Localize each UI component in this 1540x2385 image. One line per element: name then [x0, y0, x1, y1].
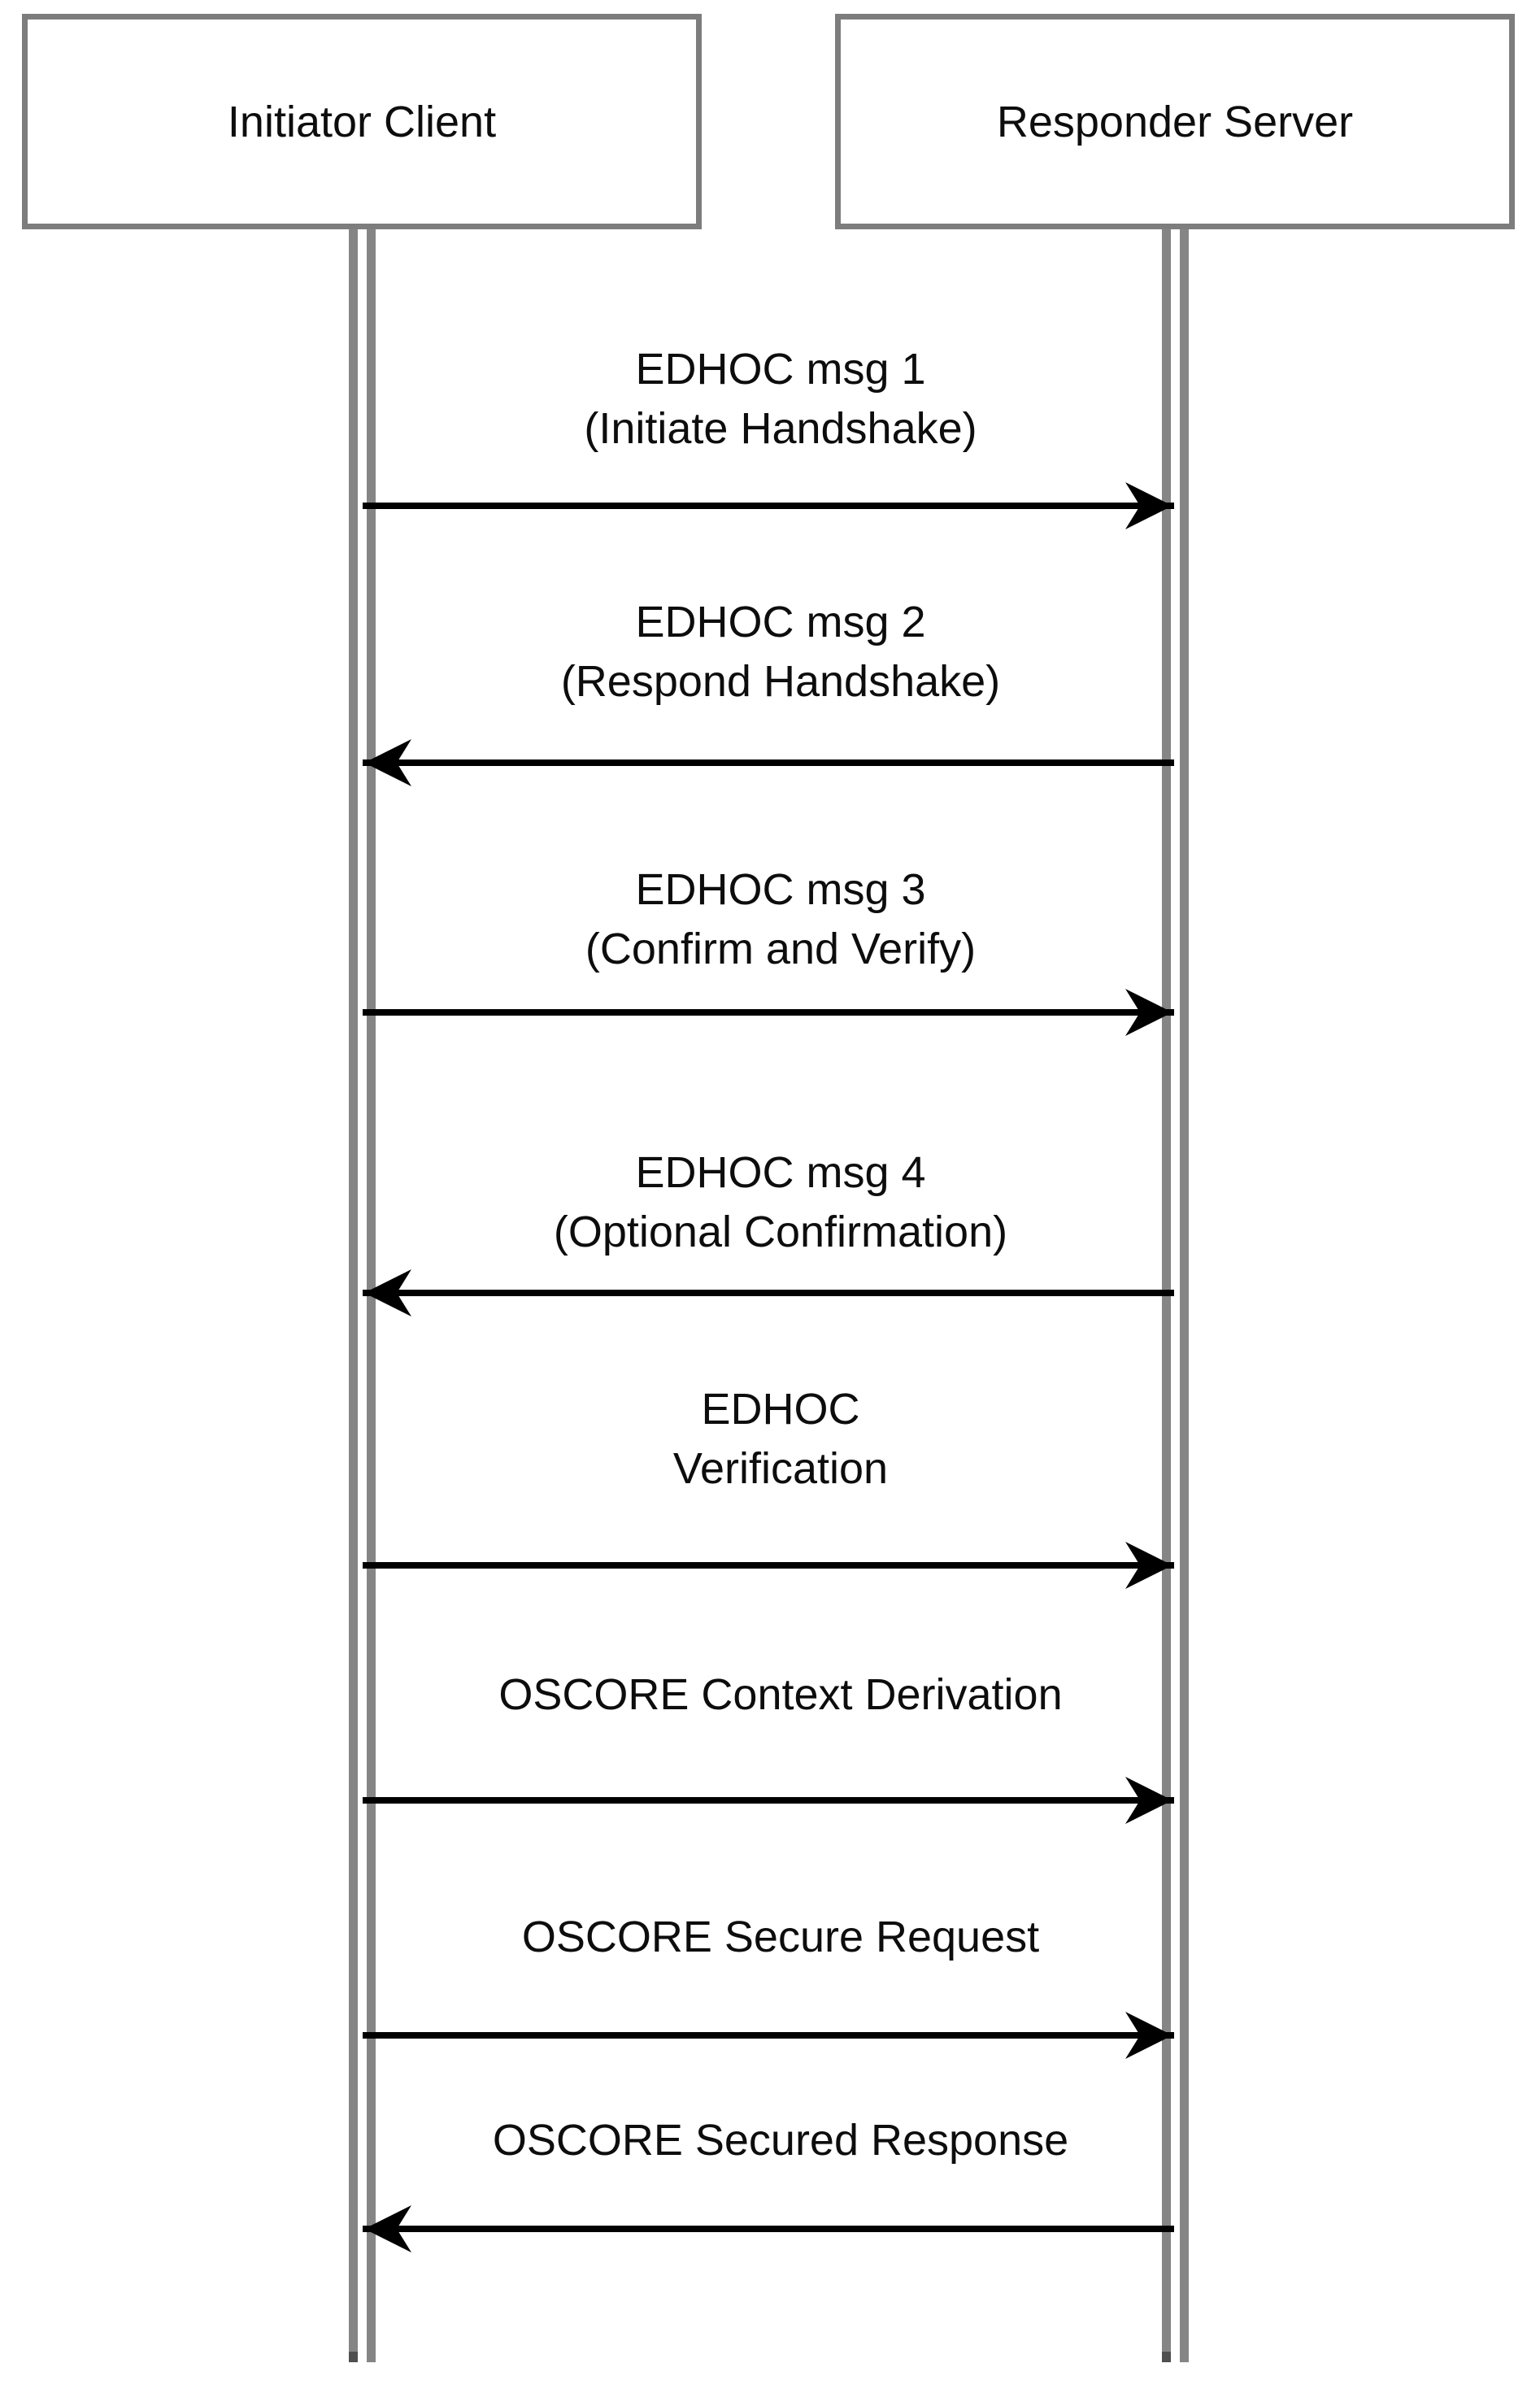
- arrowhead-right: [1125, 989, 1172, 1036]
- message-text-line: OSCORE Secure Request: [521, 1913, 1040, 1961]
- message-text-line: EDHOC msg 2: [635, 598, 926, 646]
- message-label-1: EDHOC msg 1 (Initiate Handshake): [366, 340, 1195, 459]
- message-text-line: OSCORE Secured Response: [492, 2116, 1069, 2165]
- actor-label-responder: Responder Server: [996, 97, 1354, 146]
- message-label-4: EDHOC msg 4 (Optional Confirmation): [366, 1143, 1195, 1262]
- message-arrow-2: [363, 739, 1174, 786]
- lifeline-end-cap: [1162, 2352, 1171, 2362]
- message-arrow-6: [363, 1777, 1174, 1824]
- message-text-line: EDHOC msg 3: [635, 865, 926, 914]
- message-label-5: EDHOC Verification: [366, 1380, 1195, 1499]
- message-label-7: OSCORE Secure Request: [366, 1908, 1195, 1967]
- message-label-8: OSCORE Secured Response: [366, 2111, 1195, 2170]
- arrowhead-right: [1125, 1777, 1172, 1824]
- arrowhead-right: [1125, 2012, 1172, 2059]
- message-arrow-1: [363, 482, 1174, 529]
- message-text-line: EDHOC msg 4: [635, 1148, 926, 1197]
- message-text-line: EDHOC: [701, 1385, 860, 1434]
- arrowhead-left: [364, 739, 411, 786]
- arrowhead-right: [1125, 1542, 1172, 1589]
- actor-label-initiator: Initiator Client: [227, 97, 497, 146]
- arrowhead-right: [1125, 482, 1172, 529]
- message-text-line: EDHOC msg 1: [635, 345, 926, 394]
- message-label-6: OSCORE Context Derivation: [366, 1665, 1195, 1725]
- message-arrow-3: [363, 989, 1174, 1036]
- message-text-line: (Initiate Handshake): [584, 404, 977, 453]
- message-arrow-5: [363, 1542, 1174, 1589]
- message-text-line: (Optional Confirmation): [553, 1208, 1008, 1256]
- arrowhead-left: [364, 2205, 411, 2252]
- message-arrow-7: [363, 2012, 1174, 2059]
- message-text-line: (Confirm and Verify): [585, 925, 977, 973]
- message-text-line: (Respond Handshake): [560, 657, 1001, 706]
- actor-box-responder: Responder Server: [835, 14, 1515, 229]
- lifeline-end-cap: [349, 2352, 358, 2362]
- message-arrow-8: [363, 2205, 1174, 2252]
- message-text-line: OSCORE Context Derivation: [498, 1670, 1063, 1719]
- message-label-3: EDHOC msg 3 (Confirm and Verify): [366, 860, 1195, 979]
- message-text-line: Verification: [672, 1444, 889, 1493]
- actor-box-initiator: Initiator Client: [22, 14, 702, 229]
- message-label-2: EDHOC msg 2 (Respond Handshake): [366, 593, 1195, 712]
- message-arrow-4: [363, 1269, 1174, 1317]
- arrowhead-left: [364, 1269, 411, 1317]
